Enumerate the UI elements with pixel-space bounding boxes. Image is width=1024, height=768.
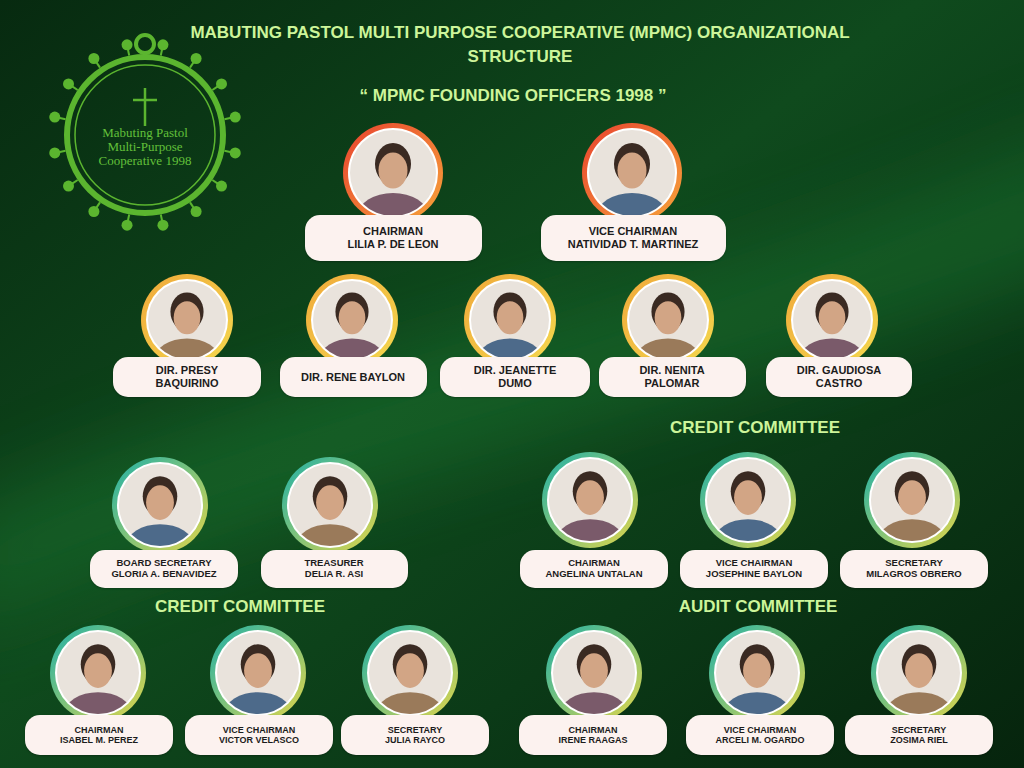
- portrait-photo: [864, 452, 960, 562]
- name-plate: SECRETARYMILAGROS OBRERO: [840, 550, 988, 588]
- name-plate: DIR. JEANETTE DUMO: [440, 357, 590, 397]
- logo-dot: [157, 39, 168, 55]
- officer-name: MILAGROS OBRERO: [866, 569, 962, 580]
- officer-name: ISABEL M. PEREZ: [60, 735, 138, 745]
- name-plate: CHAIRMANANGELINA UNTALAN: [520, 550, 668, 588]
- name-plate: SECRETARYZOSIMA RIEL: [845, 715, 993, 755]
- officer-role: VICE CHAIRMAN: [716, 558, 793, 569]
- logo-dot: [63, 180, 78, 192]
- officer-role: TREASURER: [304, 558, 363, 569]
- logo-dot: [88, 53, 100, 68]
- officer-role: CHAIRMAN: [569, 725, 618, 735]
- logo-dot: [190, 53, 202, 68]
- name-plate: DIR. RENE BAYLON: [280, 357, 427, 397]
- name-plate: VICE CHAIRMANARCELI M. OGARDO: [686, 715, 834, 755]
- officer-name: DIR. RENE BAYLON: [301, 371, 405, 384]
- logo-dot: [212, 180, 227, 192]
- officer-name: GLORIA A. BENAVIDEZ: [111, 569, 216, 580]
- portrait-photo: [700, 452, 796, 562]
- officer-name: IRENE RAAGAS: [558, 735, 627, 745]
- officer-name: NATIVIDAD T. MARTINEZ: [568, 238, 699, 251]
- logo-dot: [224, 112, 240, 123]
- officer-role: VICE CHAIRMAN: [724, 725, 797, 735]
- logo-dot: [157, 214, 168, 230]
- logo: [67, 35, 223, 213]
- section-heading: AUDIT COMMITTEE: [628, 595, 888, 619]
- portrait-photo: [542, 452, 638, 562]
- section-heading: CREDIT COMMITTEE: [625, 416, 885, 440]
- name-plate: CHAIRMANISABEL M. PEREZ: [25, 715, 173, 755]
- officer-name: JULIA RAYCO: [385, 735, 445, 745]
- officer-role: VICE CHAIRMAN: [589, 225, 678, 238]
- name-plate: BOARD SECRETARYGLORIA A. BENAVIDEZ: [90, 550, 238, 588]
- officer-role: CHAIRMAN: [75, 725, 124, 735]
- logo-dot: [88, 202, 100, 217]
- officer-name: DIR. PRESY BAQUIRINO: [135, 364, 240, 389]
- officer-name: JOSEPHINE BAYLON: [706, 569, 802, 580]
- officer-role: SECRETARY: [885, 558, 943, 569]
- subtitle: “ MPMC FOUNDING OFFICERS 1998 ”: [263, 84, 763, 108]
- officer-name: ZOSIMA RIEL: [890, 735, 948, 745]
- logo-dot: [49, 147, 65, 158]
- name-plate: VICE CHAIRMANVICTOR VELASCO: [185, 715, 333, 755]
- officer-name: DELIA R. ASI: [305, 569, 363, 580]
- name-plate: CHAIRMANLILIA P. DE LEON: [305, 215, 482, 261]
- officer-name: ANGELINA UNTALAN: [545, 569, 642, 580]
- officer-name: DIR. NENITA PALOMAR: [620, 364, 725, 389]
- officer-role: SECRETARY: [388, 725, 443, 735]
- logo-dot: [49, 112, 65, 123]
- name-plate: SECRETARYJULIA RAYCO: [341, 715, 489, 755]
- light-band: [0, 120, 1024, 640]
- name-plate: VICE CHAIRMANJOSEPHINE BAYLON: [680, 550, 828, 588]
- logo-dot: [190, 202, 202, 217]
- officer-role: BOARD SECRETARY: [116, 558, 211, 569]
- officer-role: CHAIRMAN: [363, 225, 423, 238]
- logo-dots: [49, 39, 240, 230]
- name-plate: CHAIRMANIRENE RAAGAS: [519, 715, 667, 755]
- logo-dot: [224, 147, 240, 158]
- logo-dot: [122, 39, 133, 55]
- officer-role: CHAIRMAN: [568, 558, 620, 569]
- officer-name: ARCELI M. OGARDO: [716, 735, 805, 745]
- logo-text: Mabuting Pastol Multi-Purpose Cooperativ…: [97, 126, 193, 168]
- officer-name: LILIA P. DE LEON: [347, 238, 438, 251]
- name-plate: DIR. PRESY BAQUIRINO: [113, 357, 261, 397]
- name-plate: TREASURERDELIA R. ASI: [261, 550, 408, 588]
- chart-title: MABUTING PASTOL MULTI PURPOSE COOPERATIV…: [170, 21, 870, 69]
- officer-role: SECRETARY: [892, 725, 947, 735]
- name-plate: VICE CHAIRMANNATIVIDAD T. MARTINEZ: [541, 215, 726, 261]
- logo-dot: [63, 78, 78, 90]
- logo-dot: [212, 78, 227, 90]
- logo-dot: [122, 214, 133, 230]
- section-heading: CREDIT COMMITTEE: [110, 595, 370, 619]
- officer-name: VICTOR VELASCO: [219, 735, 299, 745]
- officer-name: DIR. JEANETTE DUMO: [463, 364, 568, 389]
- name-plate: DIR. GAUDIOSA CASTRO: [766, 357, 912, 397]
- name-plate: DIR. NENITA PALOMAR: [599, 357, 746, 397]
- officer-name: DIR. GAUDIOSA CASTRO: [787, 364, 892, 389]
- officer-role: VICE CHAIRMAN: [223, 725, 296, 735]
